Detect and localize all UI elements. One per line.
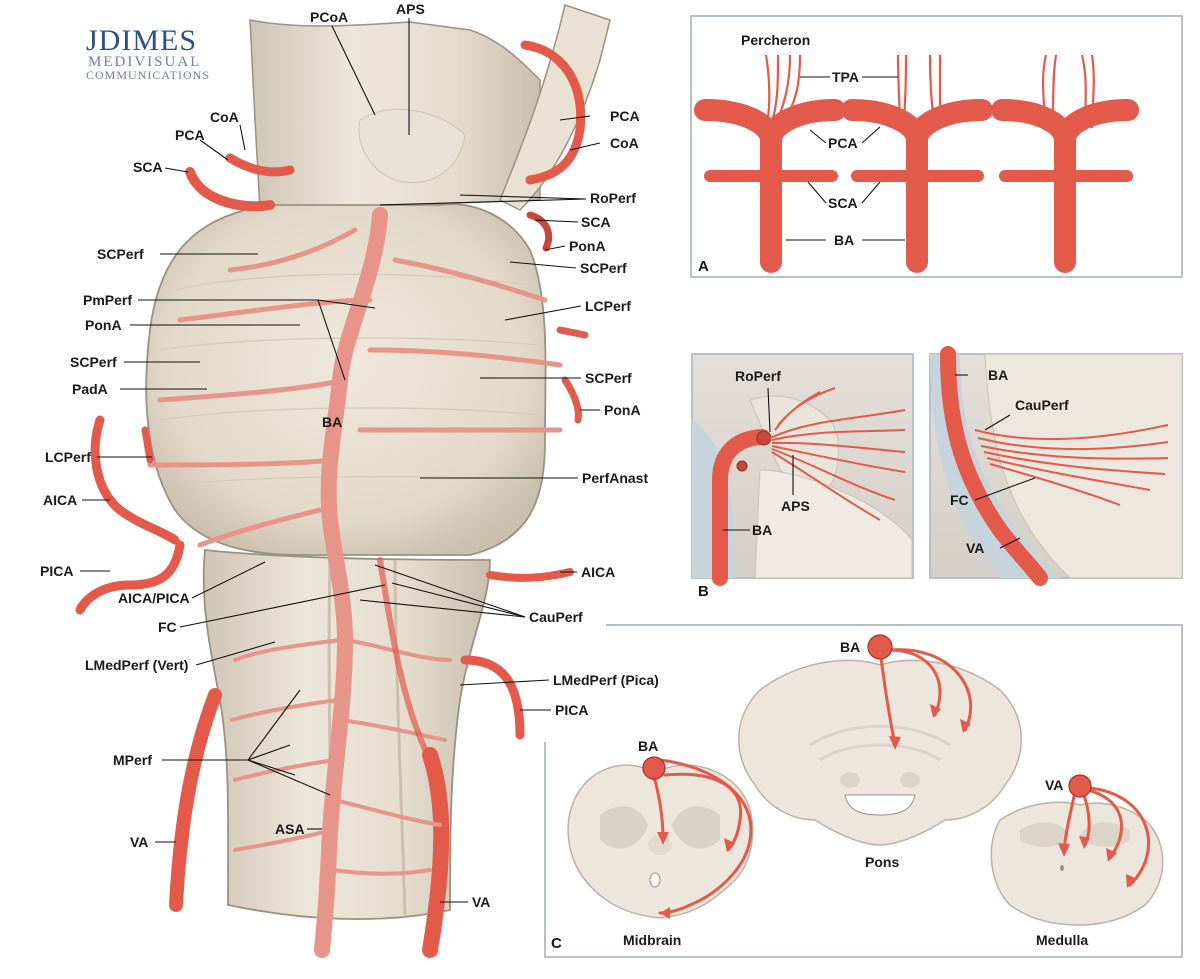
label-pcoa: PCoA xyxy=(310,9,348,25)
label-lmedperf-vert: LMedPerf (Vert) xyxy=(85,657,188,673)
panel-c-label-midbrain-ba: BA xyxy=(638,738,658,754)
label-va-right: VA xyxy=(472,894,490,910)
panel-a-artery-2 xyxy=(841,99,993,273)
label-coa-right: CoA xyxy=(610,135,639,151)
label-lcperf-right: LCPerf xyxy=(585,298,631,314)
panel-c-label-midbrain: Midbrain xyxy=(623,932,681,948)
brainstem-illustration xyxy=(145,4,611,920)
brainstem-arteries xyxy=(75,40,589,958)
panel-a-tpa-vessels xyxy=(764,54,1095,129)
panel-a-label-ba: BA xyxy=(834,232,854,248)
panel-c-label-pons: Pons xyxy=(865,854,899,870)
panel-c: BA Midbrain BA Pons xyxy=(544,624,1183,958)
label-pica-right: PICA xyxy=(555,702,588,718)
panel-c-letter: C xyxy=(551,935,562,952)
label-aica-right: AICA xyxy=(581,564,615,580)
pons-section: BA Pons xyxy=(738,634,1022,870)
panel-a-artery-1 xyxy=(694,99,846,273)
panel-b-label-ba: BA xyxy=(752,522,772,538)
logo-line3: COMMUNICATIONS xyxy=(86,68,210,82)
panel-c-label-medulla-va: VA xyxy=(1045,777,1063,793)
label-pona-left: PonA xyxy=(85,317,122,333)
panel-b: RoPerf APS BA B BA CauPerf FC VA xyxy=(691,346,1183,600)
label-scperf-left-top: SCPerf xyxy=(97,246,144,262)
label-pona-right-mid: PonA xyxy=(604,402,641,418)
panel-a-label-tpa: TPA xyxy=(832,69,859,85)
label-coa-left: CoA xyxy=(210,109,239,125)
panel-a-label-pca: PCA xyxy=(828,135,858,151)
label-perfanast: PerfAnast xyxy=(582,470,648,486)
label-scperf-left-mid: SCPerf xyxy=(70,354,117,370)
panel-b-label-roperf: RoPerf xyxy=(735,368,781,384)
panel-a-label-percheron: Percheron xyxy=(741,32,810,48)
panel-b-label-aps: APS xyxy=(781,498,810,514)
label-pica-left: PICA xyxy=(40,563,73,579)
panel-a-label-sca: SCA xyxy=(828,195,858,211)
label-lmedperf-pica: LMedPerf (Pica) xyxy=(553,672,659,688)
label-roperf: RoPerf xyxy=(590,190,636,206)
panel-b-roperf-vessels xyxy=(769,387,906,521)
label-pona-right-top: PonA xyxy=(569,238,606,254)
panel-c-border xyxy=(544,624,1183,958)
label-fc: FC xyxy=(158,619,177,635)
label-scperf-right-top: SCPerf xyxy=(580,260,627,276)
logo-line1: JDIMES xyxy=(86,24,197,57)
label-asa: ASA xyxy=(275,821,305,837)
panel-a-letter: A xyxy=(698,258,709,275)
label-va-left: VA xyxy=(130,834,148,850)
panel-a: Percheron TPA PCA SCA BA A xyxy=(690,15,1183,278)
midbrain-section: BA Midbrain xyxy=(567,738,754,948)
panel-a-artery-3 xyxy=(991,99,1139,273)
label-lcperf-left: LCPerf xyxy=(45,449,91,465)
label-aica-pica: AICA/PICA xyxy=(118,590,190,606)
panel-b-label-va: VA xyxy=(966,540,984,556)
panel-c-label-medulla: Medulla xyxy=(1036,932,1088,948)
label-pca-left: PCA xyxy=(175,127,205,143)
label-sca-right: SCA xyxy=(581,214,611,230)
panel-b-label-cauperf: CauPerf xyxy=(1015,397,1069,413)
label-cauperf: CauPerf xyxy=(529,609,583,625)
label-ba: BA xyxy=(322,414,342,430)
label-scperf-right-mid: SCPerf xyxy=(585,370,632,386)
label-aica-left: AICA xyxy=(43,492,77,508)
panel-b-letter: B xyxy=(698,583,709,600)
medulla-section: VA Medulla xyxy=(990,774,1164,948)
main-labels: PCoA APS CoA PCA SCA PCA CoA RoPerf SCA … xyxy=(40,1,659,910)
label-mperf: MPerf xyxy=(113,752,152,768)
label-pmperf: PmPerf xyxy=(83,292,132,308)
panel-b-label-fc: FC xyxy=(950,492,969,508)
panel-c-label-pons-ba: BA xyxy=(840,639,860,655)
panel-b-cauperf-vessels xyxy=(974,424,1169,506)
logo: JDIMES MEDIVISUAL COMMUNICATIONS xyxy=(86,24,210,82)
label-sca-left: SCA xyxy=(133,159,163,175)
panel-b-label-ba2: BA xyxy=(988,367,1008,383)
label-pada: PadA xyxy=(72,381,108,397)
main-leader-lines xyxy=(80,18,601,903)
label-pca-right: PCA xyxy=(610,108,640,124)
logo-line2: MEDIVISUAL xyxy=(88,54,201,70)
label-aps: APS xyxy=(396,1,425,17)
